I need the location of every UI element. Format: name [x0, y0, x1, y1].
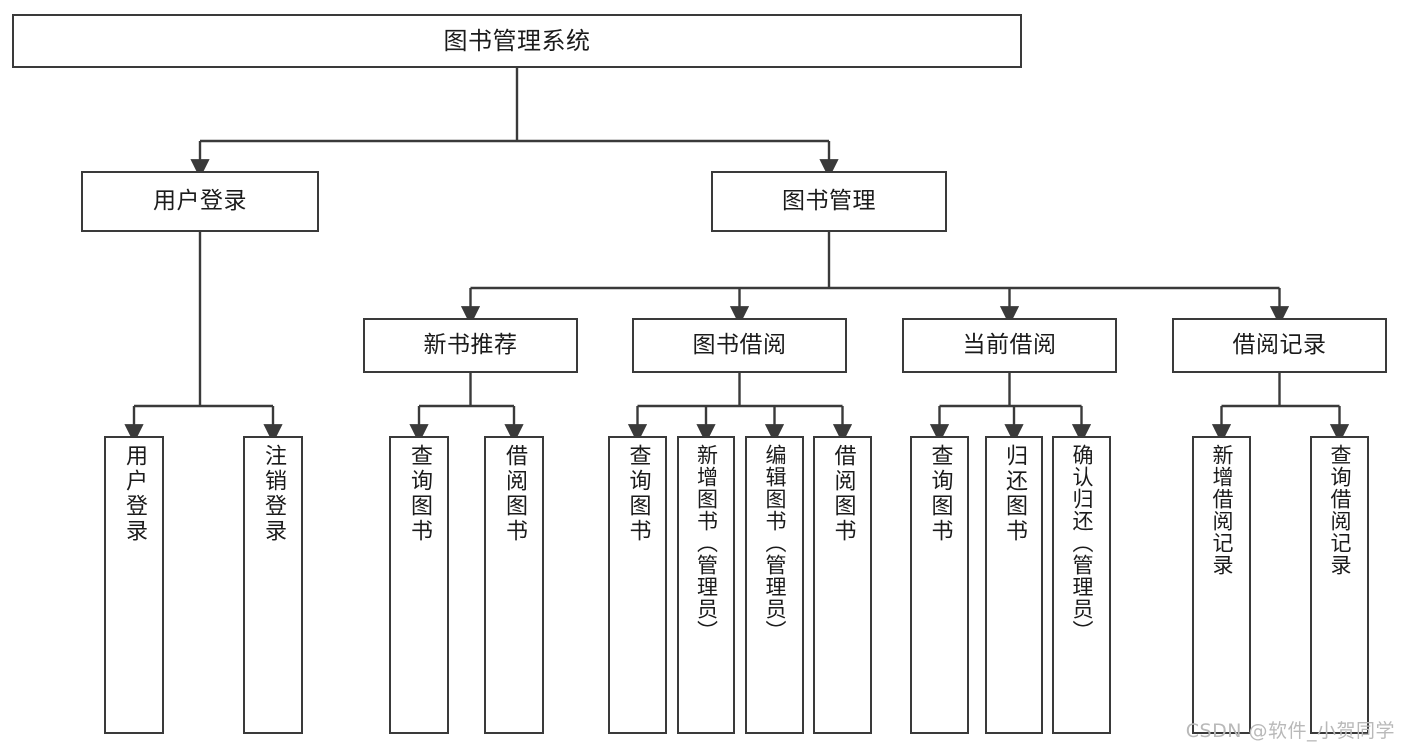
node-label: 编辑图书（管理员）	[763, 444, 787, 642]
node-label: 归还图书	[1002, 444, 1027, 544]
node-label: 查询图书	[927, 444, 953, 544]
node-newbook[interactable]: 新书推荐	[363, 318, 578, 373]
node-label: 查询借阅记录	[1328, 444, 1352, 576]
edges-group	[124, 68, 1350, 444]
node-n_borrow[interactable]: 借阅图书	[484, 436, 544, 734]
node-borrow[interactable]: 图书借阅	[632, 318, 847, 373]
node-label: 用户登录	[122, 444, 147, 544]
watermark-text: CSDN @软件_小贺同学	[1185, 720, 1395, 742]
node-n_query[interactable]: 查询图书	[389, 436, 449, 734]
node-c_confirm[interactable]: 确认归还（管理员）	[1052, 436, 1111, 734]
node-login[interactable]: 用户登录	[81, 171, 319, 232]
node-label: 确认归还（管理员）	[1070, 444, 1094, 642]
node-root[interactable]: 图书管理系统	[12, 14, 1022, 68]
node-label: 用户登录	[153, 187, 247, 214]
node-label: 查询图书	[407, 444, 432, 544]
node-records[interactable]: 借阅记录	[1172, 318, 1387, 373]
node-b_query[interactable]: 查询图书	[608, 436, 667, 734]
node-l_login[interactable]: 用户登录	[104, 436, 164, 734]
node-c_query[interactable]: 查询图书	[910, 436, 969, 734]
node-b_lend[interactable]: 借阅图书	[813, 436, 872, 734]
node-b_edit[interactable]: 编辑图书（管理员）	[745, 436, 804, 734]
node-label: 借阅图书	[502, 444, 527, 544]
node-label: 借阅图书	[830, 444, 856, 544]
node-current[interactable]: 当前借阅	[902, 318, 1117, 373]
node-label: 新书推荐	[423, 331, 518, 358]
node-c_return[interactable]: 归还图书	[985, 436, 1043, 734]
node-label: 注销登录	[261, 444, 286, 544]
node-label: 查询图书	[625, 444, 651, 544]
node-label: 图书借阅	[692, 331, 787, 358]
node-r_query[interactable]: 查询借阅记录	[1310, 436, 1369, 734]
node-r_add[interactable]: 新增借阅记录	[1192, 436, 1251, 734]
node-label: 当前借阅	[962, 331, 1057, 358]
node-label: 借阅记录	[1232, 331, 1327, 358]
node-b_add[interactable]: 新增图书（管理员）	[677, 436, 735, 734]
node-label: 图书管理系统	[443, 26, 591, 55]
node-label: 新增借阅记录	[1210, 444, 1234, 576]
node-bookmgmt[interactable]: 图书管理	[711, 171, 947, 232]
node-label: 新增图书（管理员）	[694, 444, 719, 642]
node-label: 图书管理	[782, 187, 876, 214]
node-l_logout[interactable]: 注销登录	[243, 436, 303, 734]
